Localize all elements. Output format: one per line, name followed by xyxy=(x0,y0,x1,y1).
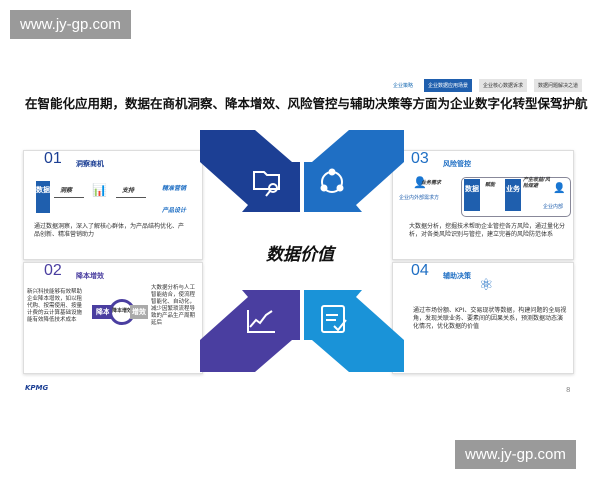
tab-solutions[interactable]: 数据问题解决之道 xyxy=(533,79,582,92)
panel-title: 风险管控 xyxy=(443,160,471,168)
panel-decision: 04 辅助决策 ⚛ 通过市场份额、KPI、交易现状等数据，构建问题的全局视角，发… xyxy=(392,262,574,374)
arrow-label: 产生收益/风险规避 xyxy=(523,177,550,189)
arrow-label: 业务需求 xyxy=(421,180,442,186)
person-icon: 👤 xyxy=(553,183,566,194)
efficiency-box: 增效 xyxy=(130,305,148,319)
arrow-shape-insight xyxy=(200,130,300,212)
data-box: 数据 xyxy=(464,179,480,211)
panel-description: 通过数据洞察，深入了解核心群体，为产品结构优化、产品创新、精准营销助力 xyxy=(34,223,185,238)
center-label: 数据价值 xyxy=(266,245,334,265)
arrow-shape-risk xyxy=(304,130,404,212)
person-label: 企业内外部需求方 xyxy=(399,195,440,201)
tab-strategy[interactable]: 企业策略 xyxy=(392,83,413,89)
arrow xyxy=(54,197,84,198)
folder-search-icon xyxy=(253,171,280,197)
data-box: 数据 xyxy=(36,181,50,213)
arrow-label: 洞察 xyxy=(60,187,73,194)
panel-description: 大数据分析，挖掘技术帮助企业管控各方风险，通过量化分析，对各类风险识别与管控，建… xyxy=(409,223,566,238)
output-label: 产品设计 xyxy=(162,207,187,214)
panel-title: 降本增效 xyxy=(76,272,104,280)
watermark: www.jy-gp.com xyxy=(10,10,131,39)
kpmg-logo: KPMG xyxy=(25,384,49,392)
person-icon: 👤 xyxy=(413,176,427,189)
section-tabs: 企业策略 企业数据应用场景 企业核心数据诉求 数据问题解决之道 xyxy=(389,79,582,92)
panel-title: 辅助决策 xyxy=(443,272,471,280)
process-frame xyxy=(461,177,571,217)
document-check-icon xyxy=(321,305,347,333)
panel-title: 洞察商机 xyxy=(76,160,104,168)
panel-risk: 03 风险管控 👤 企业内外部需求方 业务需求 数据 赋能 业务 产生收益/风险… xyxy=(392,150,574,260)
business-box: 业务 xyxy=(505,179,521,211)
panel-description: 新兴科技能够有效帮助企业降本增效，如以租代购、按需使用、按量计费的云计算基础设施… xyxy=(27,289,83,323)
panel-number: 03 xyxy=(411,150,429,167)
arrow-label: 支持 xyxy=(122,187,135,194)
panel-description: 通过市场份额、KPI、交易现状等数据，构建问题的全局视角，发现关联业务、要素间的… xyxy=(413,307,567,330)
person-label: 企业内部 xyxy=(543,204,564,210)
panel-description: 大数据分析与人工智能结合，使流程智能化、自动化，减少因繁琐流程导致的产品生产周期… xyxy=(151,285,196,326)
page-title: 在智能化应用期，数据在商机洞察、降本增效、风险管控与辅助决策等方面为企业数字化转… xyxy=(25,96,588,111)
panel-cost: 02 降本增效 新兴科技能够有效帮助企业降本增效，如以租代购、按需使用、按量计费… xyxy=(23,262,203,374)
output-label: 精准营销 xyxy=(162,185,187,192)
watermark: www.jy-gp.com xyxy=(455,440,576,469)
panel-number: 01 xyxy=(44,150,62,167)
trend-chart-icon xyxy=(247,310,275,333)
panel-number: 02 xyxy=(44,262,62,279)
arrow-shape-decision xyxy=(304,290,404,372)
cost-box: 降本 xyxy=(92,305,114,319)
arrow xyxy=(116,197,146,198)
panel-insight: 01 洞察商机 数据 洞察 📊 支持 精准营销 产品设计 通过数据洞察，深入了解… xyxy=(23,150,203,260)
tab-scenarios[interactable]: 企业数据应用场景 xyxy=(423,79,472,92)
presentation-chart-icon: 📊 xyxy=(92,183,107,197)
tab-needs[interactable]: 企业核心数据诉求 xyxy=(478,79,527,92)
page-number: 8 xyxy=(566,386,571,394)
panel-number: 04 xyxy=(411,262,429,279)
arrow-label: 赋能 xyxy=(485,182,496,188)
atom-icon: ⚛ xyxy=(479,275,494,294)
cycle-icon xyxy=(320,168,344,193)
